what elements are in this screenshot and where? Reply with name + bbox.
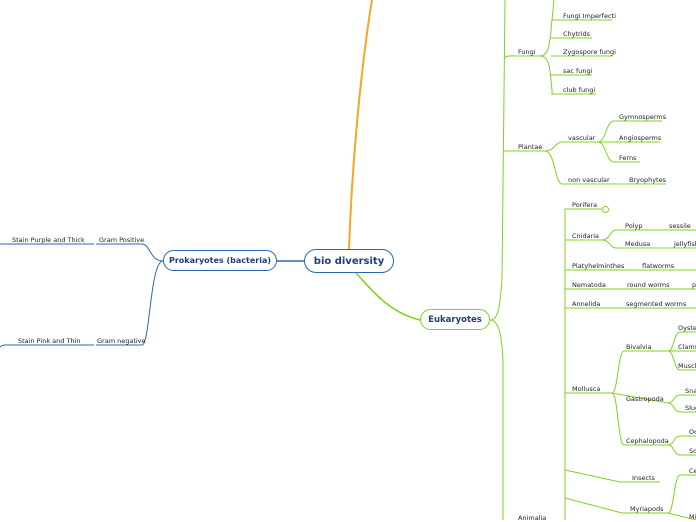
vascular-item[interactable]: Ferns	[619, 154, 637, 162]
myriapods-node[interactable]: Myriapods	[630, 505, 664, 513]
nematoda-node[interactable]: Nematoda	[572, 281, 606, 289]
plantae-node[interactable]: Plantae	[518, 143, 543, 151]
nematoda-grandchild-node[interactable]: p	[692, 281, 696, 289]
platyhelminthes-node[interactable]: Platyhelminthes	[572, 262, 625, 270]
roundworms-node[interactable]: round worms	[627, 281, 670, 289]
bivalvia-item[interactable]: Muscle	[678, 362, 696, 370]
insects-node[interactable]: Insects	[632, 474, 655, 482]
fungi-item[interactable]: sac fungi	[563, 67, 593, 75]
fungi-item[interactable]: Zygospore fungi	[563, 48, 616, 56]
prokaryotes-label: Prokaryotes (bacteria)	[169, 256, 271, 265]
vascular-item[interactable]: Gymnosperms	[619, 113, 667, 121]
connector-euk-animalia-trunk	[489, 319, 504, 520]
vascular-item[interactable]: Angiosperms	[619, 134, 662, 142]
gram-negative-node[interactable]: Gram negative	[97, 337, 146, 345]
medusa-node[interactable]: Medusa	[625, 240, 651, 248]
sessile-node[interactable]: sessile	[669, 222, 691, 230]
central-topic-label: bio diversity	[313, 255, 385, 267]
mollusca-node[interactable]: Mollusca	[572, 385, 601, 393]
bivalvia-item[interactable]: Oyster	[678, 324, 696, 332]
connector-central-eukaryotes	[355, 272, 421, 321]
polyp-node[interactable]: Polyp	[625, 222, 643, 230]
bivalvia-item[interactable]: Clams	[678, 343, 696, 351]
fungi-item[interactable]: Chytrids	[563, 30, 591, 38]
vascular-node[interactable]: vascular	[568, 134, 596, 142]
central-topic[interactable]: bio diversity	[304, 249, 394, 273]
collapse-toggle-icon[interactable]	[602, 206, 609, 213]
segmented-worms-node[interactable]: segmented worms	[626, 300, 687, 308]
fungi-node[interactable]: Fungi	[518, 48, 536, 56]
fungi-item[interactable]: Fungi Imperfecti	[563, 12, 616, 20]
connector-euk-trunk	[489, 0, 506, 321]
connector-gramneg-child	[0, 344, 94, 348]
porifera-node[interactable]: Porifera	[572, 201, 598, 209]
fungi-item[interactable]: club fungi	[563, 86, 596, 94]
nonvascular-node[interactable]: non vascular	[568, 176, 610, 184]
bryophytes-node[interactable]: Bryophytes	[629, 176, 666, 184]
gastropoda-node[interactable]: Gastropoda	[626, 395, 664, 403]
cephalopoda-node[interactable]: Cephalopoda	[626, 437, 669, 445]
eukaryotes-topic[interactable]: Eukaryotes	[420, 309, 490, 330]
myriapod-item[interactable]: Mi	[689, 513, 696, 521]
annelida-node[interactable]: Annelida	[572, 300, 601, 308]
gastropoda-item[interactable]: Slug	[685, 404, 696, 412]
myriapod-item[interactable]: Ce	[689, 467, 696, 475]
connector-fungi-trunk	[539, 0, 555, 57]
flatworms-node[interactable]: flatworms	[642, 262, 675, 270]
connector-euk-fungi	[504, 55, 540, 59]
gastropoda-item[interactable]: Sna	[685, 387, 696, 395]
bivalvia-node[interactable]: Bivalvia	[626, 343, 652, 351]
prokaryotes-topic[interactable]: Prokaryotes (bacteria)	[163, 250, 277, 271]
gram-negative-child[interactable]: Stain Pink and Thin	[18, 337, 81, 345]
animalia-node[interactable]: Animalia	[518, 514, 547, 522]
cephalopoda-item[interactable]: Sq	[689, 447, 696, 455]
eukaryotes-label: Eukaryotes	[428, 314, 482, 325]
connector-prok-gramneg	[96, 260, 164, 346]
connector-prok-grampos	[96, 243, 164, 262]
cephalopoda-item[interactable]: Oc	[689, 428, 696, 436]
gram-positive-child[interactable]: Stain Purple and Thick	[12, 236, 85, 244]
jellyfish-node[interactable]: jellyfish	[674, 240, 696, 248]
connector-central-orange	[348, 0, 373, 250]
gram-positive-node[interactable]: Gram Positive	[99, 236, 145, 244]
cnidaria-node[interactable]: Cnidaria	[572, 232, 600, 240]
